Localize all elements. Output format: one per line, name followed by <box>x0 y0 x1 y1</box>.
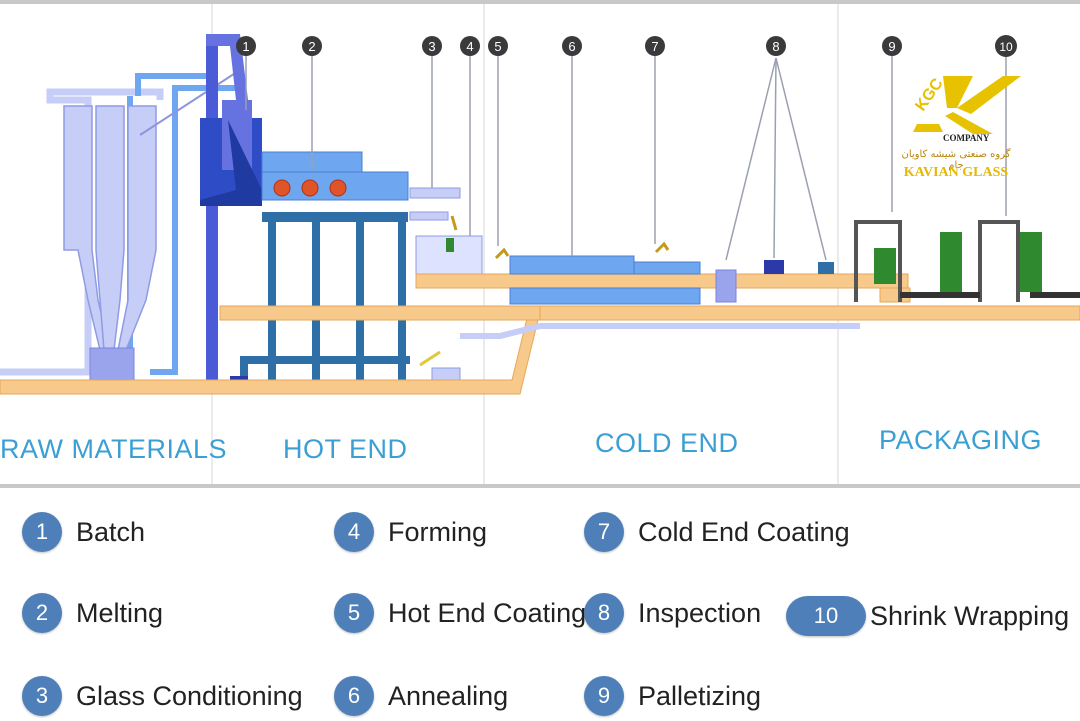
diagram-bottom-border <box>0 484 1080 488</box>
svg-text:10: 10 <box>999 40 1013 54</box>
svg-text:9: 9 <box>888 39 895 54</box>
svg-text:5: 5 <box>494 39 501 54</box>
section-label-packaging: PACKAGING <box>879 425 1043 455</box>
forming-machine <box>409 187 483 393</box>
legend-badge: 1 <box>22 512 62 552</box>
legend-item-shrink-wrapping: 10 Shrink Wrapping <box>786 594 1069 638</box>
svg-text:6: 6 <box>568 39 575 54</box>
legend-item-glass-conditioning: 3 Glass Conditioning <box>22 674 303 718</box>
legend-item-hot-end-coating: 5 Hot End Coating <box>334 591 586 635</box>
legend-badge: 2 <box>22 593 62 633</box>
legend-badge: 9 <box>584 676 624 716</box>
kgc-logo-mark: KGC <box>912 75 1021 134</box>
step-marker-10: 10 <box>995 35 1017 57</box>
logo-persian-text: گروه صنعتی شیشه کاویان جام <box>901 149 1011 171</box>
return-line <box>460 323 860 339</box>
step-marker-5: 5 <box>488 36 508 56</box>
annealing-lehr <box>494 241 701 305</box>
legend-badge: 7 <box>584 512 624 552</box>
top-border <box>0 0 1080 4</box>
svg-text:3: 3 <box>428 39 435 54</box>
legend-item-forming: 4 Forming <box>334 510 487 554</box>
section-label-cold-end: COLD END <box>595 428 739 458</box>
svg-text:7: 7 <box>651 39 658 54</box>
kavian-glass-logo: KGC COMPANY گروه صنعتی شیشه کاویان جام K… <box>893 74 1021 186</box>
svg-text:2: 2 <box>308 39 315 54</box>
legend-label: Melting <box>76 597 164 628</box>
step-marker-3: 3 <box>422 36 442 56</box>
legend-badge: 10 <box>786 596 866 636</box>
svg-text:KGC: KGC <box>912 75 947 114</box>
step-marker-7: 7 <box>645 36 665 56</box>
inspection-station <box>715 57 834 303</box>
marker-leaders <box>245 56 1007 256</box>
legend-badge: 6 <box>334 676 374 716</box>
section-label-hot-end: HOT END <box>283 434 408 464</box>
process-legend: 1 Batch 2 Melting 3 Glass Conditioning 4… <box>0 488 1080 721</box>
legend-badge: 4 <box>334 512 374 552</box>
step-marker-6: 6 <box>562 36 582 56</box>
legend-item-batch: 1 Batch <box>22 510 145 554</box>
legend-label: Cold End Coating <box>638 516 850 547</box>
legend-label: Batch <box>76 516 146 547</box>
legend-item-cold-end-coating: 7 Cold End Coating <box>584 510 850 554</box>
process-diagram: 1 2 3 4 5 6 7 8 9 10 <box>0 0 1080 488</box>
legend-label: Palletizing <box>638 680 762 711</box>
legend-item-inspection: 8 Inspection <box>584 591 761 635</box>
melting-furnace <box>261 151 409 201</box>
packaging-machines <box>854 220 1080 302</box>
hot-end-frame <box>230 212 410 392</box>
step-marker-9: 9 <box>882 36 902 56</box>
legend-label: Glass Conditioning <box>76 680 303 711</box>
conveyor <box>0 273 1080 395</box>
legend-item-melting: 2 Melting <box>22 591 163 635</box>
raw-materials-silos <box>0 69 241 395</box>
svg-text:4: 4 <box>466 39 473 54</box>
step-marker-8: 8 <box>766 36 786 56</box>
logo-company-text: COMPANY <box>943 133 990 143</box>
legend-badge: 3 <box>22 676 62 716</box>
step-marker-1: 1 <box>236 36 256 56</box>
logo-name-text: KAVIAN GLASS <box>903 165 1009 180</box>
legend-badge: 5 <box>334 593 374 633</box>
step-marker-4: 4 <box>460 36 480 56</box>
legend-label: Annealing <box>388 680 509 711</box>
svg-text:1: 1 <box>242 39 249 54</box>
step-markers: 1 2 3 4 5 6 7 8 9 10 <box>236 35 1017 57</box>
step-marker-2: 2 <box>302 36 322 56</box>
section-label-raw-materials: RAW MATERIALS <box>0 434 228 464</box>
legend-item-palletizing: 9 Palletizing <box>584 674 761 718</box>
legend-label: Hot End Coating <box>388 597 587 628</box>
legend-item-annealing: 6 Annealing <box>334 674 508 718</box>
legend-label: Inspection <box>638 597 762 628</box>
legend-badge: 8 <box>584 593 624 633</box>
svg-text:8: 8 <box>772 39 779 54</box>
legend-label: Shrink Wrapping <box>870 600 1070 631</box>
legend-label: Forming <box>388 516 488 547</box>
